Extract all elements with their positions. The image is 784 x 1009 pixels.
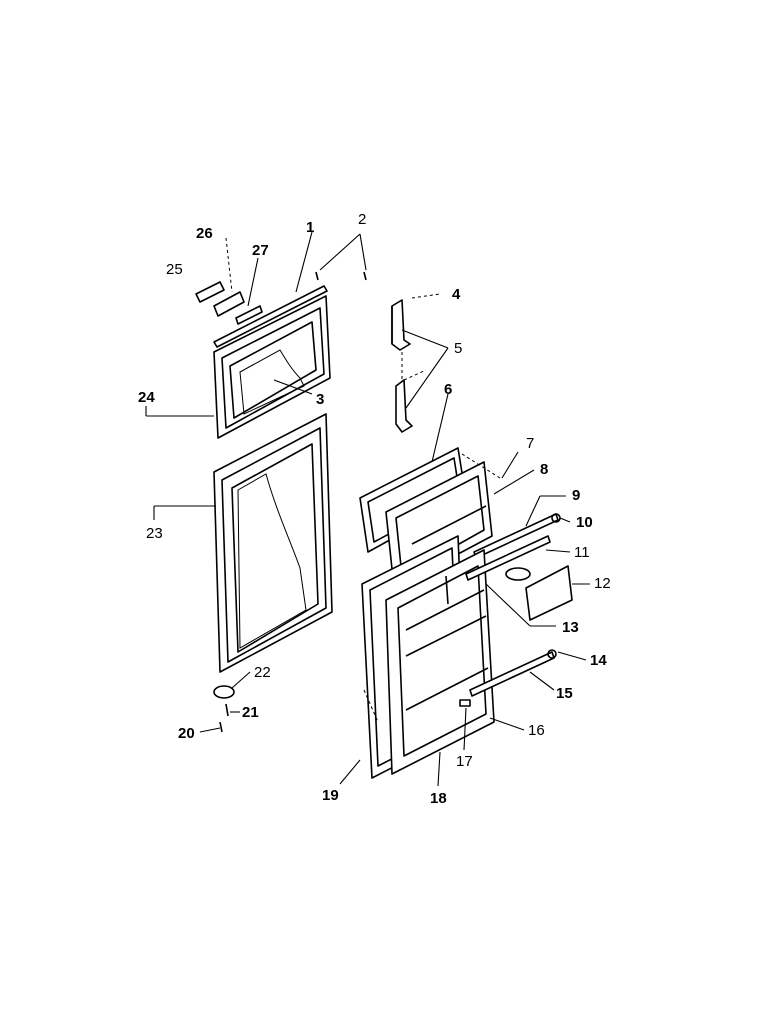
leader-10	[559, 517, 571, 523]
freezer-door-insulation	[239, 349, 305, 415]
callout-23: 23	[146, 525, 163, 542]
callout-26: 26	[196, 225, 213, 242]
door-stop-22	[213, 685, 235, 699]
leader-15	[529, 671, 555, 691]
leader-13b	[485, 583, 531, 627]
leader-lines	[145, 231, 590, 787]
callout-3: 3	[316, 391, 324, 408]
callout-27: 27	[252, 242, 269, 259]
callout-24: 24	[138, 389, 155, 406]
callout-13: 13	[562, 619, 579, 636]
fresh-food-inner-assembly	[361, 535, 573, 779]
handle-upper	[391, 299, 411, 351]
hinge-17	[459, 699, 471, 707]
handle-lower	[395, 379, 413, 433]
callout-labels: 1 2 3 4 5 6 7 8 9 10 11 12 13 14 15 16 1…	[138, 211, 611, 807]
dash-lower-handle	[403, 369, 427, 381]
dash-26	[225, 237, 233, 293]
callout-1: 1	[306, 219, 314, 236]
callout-21: 21	[242, 704, 259, 721]
callout-16: 16	[528, 722, 545, 739]
fresh-food-door-outer-panel	[213, 413, 333, 673]
nameplate-25	[195, 281, 225, 303]
leader-3	[273, 379, 313, 395]
callout-6: 6	[444, 381, 452, 398]
door-hinge-hardware	[213, 685, 235, 733]
leader-6	[431, 393, 449, 463]
leader-27	[247, 257, 259, 307]
freezer-door-top-trim	[213, 285, 328, 348]
leader-9b	[525, 495, 541, 527]
handles	[391, 293, 441, 433]
fresh-food-door-insulation	[237, 473, 307, 649]
end-cap-14	[547, 649, 557, 659]
dairy-compartment-12	[525, 565, 573, 621]
callout-25: 25	[166, 261, 183, 278]
callout-12: 12	[594, 575, 611, 592]
freezer-door-liner	[229, 321, 317, 419]
fresh-food-shelf-lower	[405, 667, 489, 711]
callout-19: 19	[322, 787, 339, 804]
callout-5: 5	[454, 340, 462, 357]
callout-8: 8	[540, 461, 548, 478]
callout-15: 15	[556, 685, 573, 702]
leader-8	[493, 469, 535, 495]
fresh-food-door-assembly	[213, 413, 333, 673]
fresh-food-divider	[445, 575, 449, 605]
leader-18	[437, 751, 441, 787]
screw-20	[219, 721, 223, 733]
callout-14: 14	[590, 652, 607, 669]
callout-4: 4	[452, 286, 461, 303]
callout-9: 9	[572, 487, 580, 504]
door-rack-11	[465, 535, 551, 581]
freezer-door-assembly	[195, 237, 367, 439]
callout-22: 22	[254, 664, 271, 681]
dairy-door-knob	[505, 567, 531, 581]
leader-11	[545, 549, 571, 553]
leader-19	[339, 759, 361, 785]
freezer-inner-door-recess	[395, 475, 485, 577]
fresh-food-shelf-upper	[405, 589, 485, 631]
fresh-food-inner-liner	[397, 565, 487, 757]
fresh-food-shelf-middle	[405, 615, 487, 657]
freezer-shelf	[411, 505, 487, 545]
callout-2: 2	[358, 211, 366, 228]
fresh-food-door-liner	[231, 443, 319, 653]
callout-18: 18	[430, 790, 447, 807]
freezer-door-inner-frame	[221, 307, 325, 429]
leader-1	[295, 231, 313, 293]
nameplate-26	[213, 291, 245, 317]
leader-2a	[319, 233, 361, 271]
screw-21	[225, 703, 229, 717]
nameplate-27	[235, 305, 263, 325]
callout-11: 11	[574, 544, 590, 561]
leader-5a	[401, 329, 449, 349]
leader-22	[231, 671, 251, 689]
callout-17: 17	[456, 753, 473, 770]
leader-7	[501, 451, 519, 479]
leader-5b	[405, 347, 449, 409]
dash-7	[461, 453, 501, 479]
callout-20: 20	[178, 725, 195, 742]
callout-7: 7	[526, 435, 534, 452]
fresh-food-door-inner-frame	[221, 427, 327, 663]
fresh-food-inner-door-16	[385, 549, 495, 775]
dash-4	[411, 293, 441, 299]
door-screw-right	[363, 271, 367, 281]
leader-14	[557, 651, 587, 661]
leader-17	[463, 707, 467, 751]
leader-16	[489, 717, 525, 731]
freezer-inner-door-8	[385, 461, 493, 589]
callout-10: 10	[576, 514, 593, 531]
door-screw-left	[315, 271, 319, 281]
leader-2b	[359, 233, 367, 271]
leader-20	[199, 727, 221, 733]
